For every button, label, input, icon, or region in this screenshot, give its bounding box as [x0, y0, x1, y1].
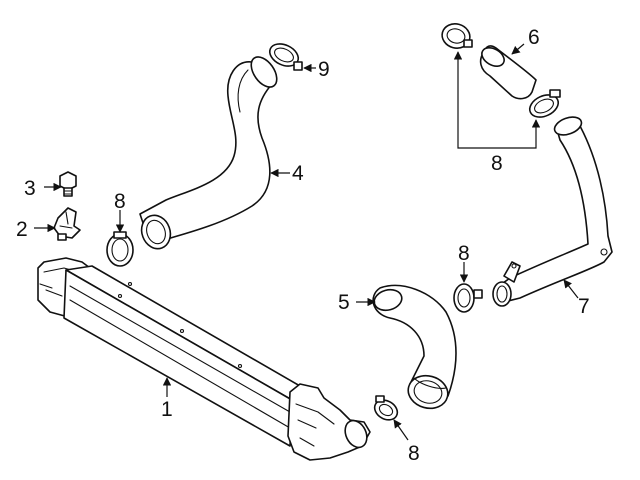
clamp-8-top-right-part[interactable] — [526, 89, 562, 121]
callout-7: 7 — [578, 295, 590, 318]
clamp-8-bottom-part[interactable] — [371, 395, 401, 424]
tube-right-part[interactable] — [492, 114, 613, 307]
hose-short-part[interactable] — [479, 44, 537, 100]
bolt-part[interactable] — [59, 171, 77, 197]
clamp-8-right-part[interactable] — [453, 283, 483, 313]
callout-5: 5 — [338, 291, 350, 314]
callout-8-right: 8 — [458, 242, 470, 265]
callout-2: 2 — [16, 218, 28, 241]
callout-1: 1 — [161, 398, 173, 421]
callout-3: 3 — [24, 177, 36, 200]
hose-lower-middle-part[interactable] — [372, 284, 457, 412]
intercooler-part[interactable] — [37, 257, 371, 461]
clamp-8-left-part[interactable] — [106, 231, 134, 267]
callout-9: 9 — [318, 58, 330, 81]
callout-4: 4 — [292, 162, 304, 185]
callout-6: 6 — [528, 26, 540, 49]
bracket-part[interactable] — [53, 207, 81, 241]
callout-8-bottom: 8 — [408, 442, 420, 465]
hose-upper-left-part[interactable] — [137, 52, 282, 252]
leader-lines — [34, 43, 579, 441]
clamp-8-top-left-part[interactable] — [439, 21, 473, 51]
callout-8-left: 8 — [114, 190, 126, 213]
clamp-9-part[interactable] — [266, 40, 303, 71]
callout-8-top: 8 — [491, 152, 503, 175]
